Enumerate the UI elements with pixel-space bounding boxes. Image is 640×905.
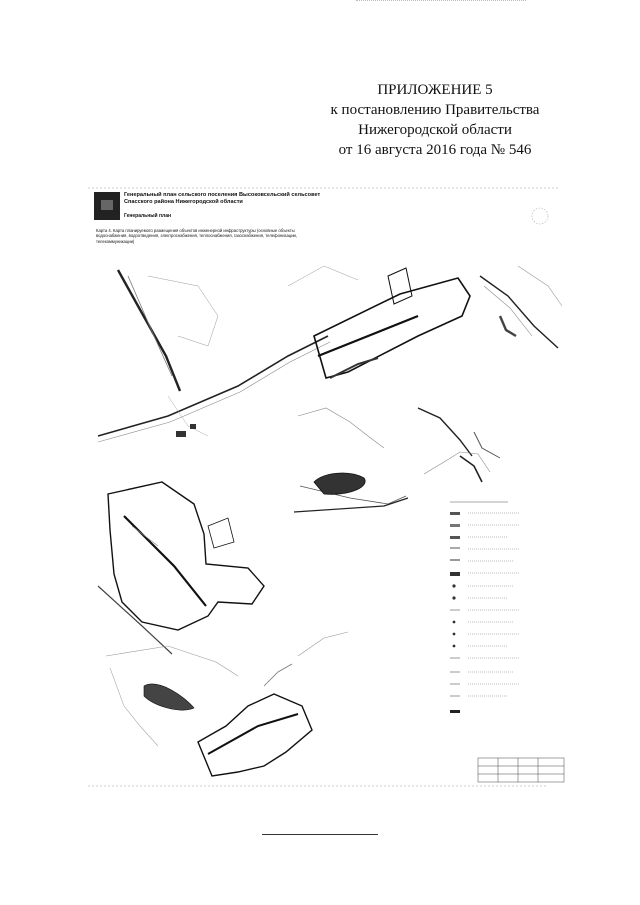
map-fragment-6 (97, 481, 265, 655)
sheet-note: Карта 4. Карта планируемого размещения о… (96, 228, 298, 244)
sheet-title: Генеральный план сельского поселения Выс… (124, 192, 424, 206)
signature-line (262, 834, 378, 835)
map-fragment-1 (97, 269, 331, 443)
appendix-region-line: Нижегородской области (358, 122, 512, 138)
sheet-title-line2: Спасского района Нижегородской области (124, 199, 243, 205)
map-fragment-3 (479, 265, 563, 349)
map-legend (450, 501, 520, 713)
appendix-ref-line: к постановлению Правительства (330, 102, 540, 118)
title-block-stamp (477, 757, 565, 783)
appendix-header: ПРИЛОЖЕНИЕ 5 к постановлению Правительст… (300, 80, 570, 160)
sheet-subtitle: Генеральный план (124, 213, 171, 219)
map-fragment-7 (105, 645, 239, 747)
map-fragment-5 (417, 407, 501, 483)
map-sheet: Генеральный план сельского поселения Выс… (88, 186, 568, 788)
scan-artifact-top (356, 0, 526, 3)
logo-mark (101, 200, 113, 210)
sheet-title-line1: Генеральный план сельского поселения Выс… (124, 192, 321, 198)
appendix-date-line: от 16 августа 2016 года № 546 (338, 142, 532, 158)
compass-icon (531, 207, 549, 225)
map-fragment-4 (293, 407, 409, 513)
map-fragment-8 (197, 631, 349, 777)
map-fragment-2 (287, 265, 471, 379)
map-drawing (88, 187, 565, 787)
appendix-title: ПРИЛОЖЕНИЕ 5 (377, 82, 493, 98)
